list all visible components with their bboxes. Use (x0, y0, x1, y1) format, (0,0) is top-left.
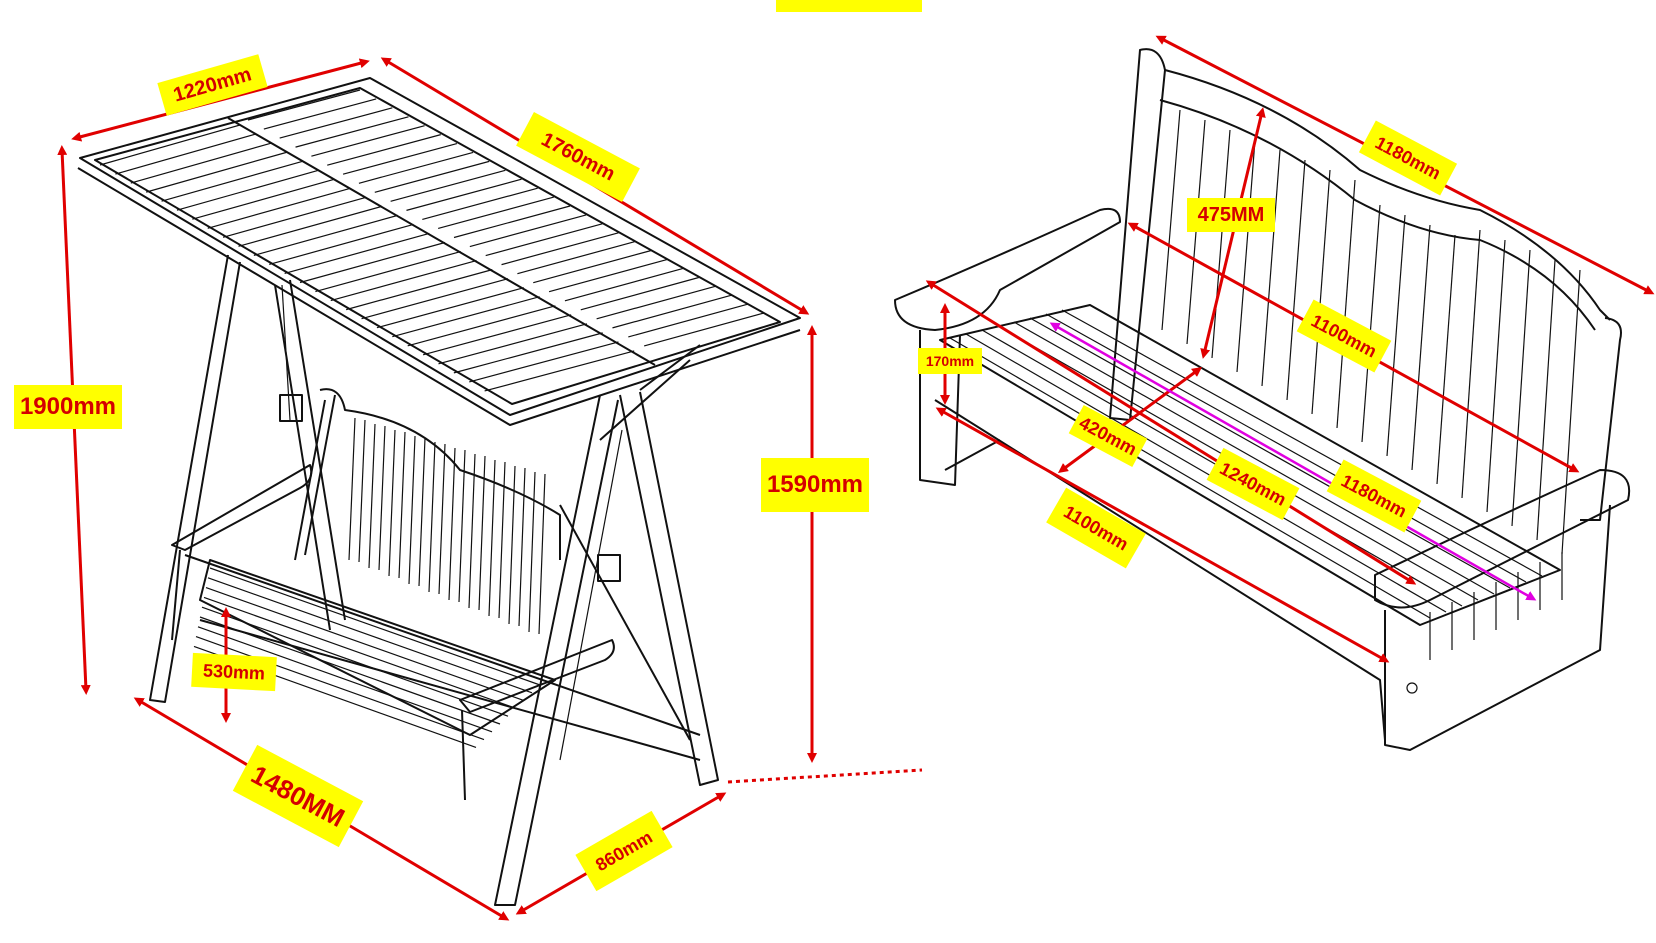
bench-drawing (894, 35, 1655, 751)
bench-dimension-lines (925, 35, 1655, 663)
backrest-height-label: 475MM (1187, 198, 1275, 232)
seat-height-label: 530mm (191, 652, 277, 692)
swing-drawing (57, 57, 923, 921)
frame-height-label: 1590mm (761, 458, 869, 512)
header-tab (776, 0, 922, 12)
swing-chains (279, 284, 623, 761)
bench-left-arm (894, 207, 1121, 486)
bench-seat (934, 304, 1561, 741)
swing-canopy (77, 77, 801, 426)
swing-seat (171, 388, 615, 801)
total-height-label: 1900mm (14, 385, 122, 429)
armrest-height-label: 170mm (918, 348, 982, 374)
